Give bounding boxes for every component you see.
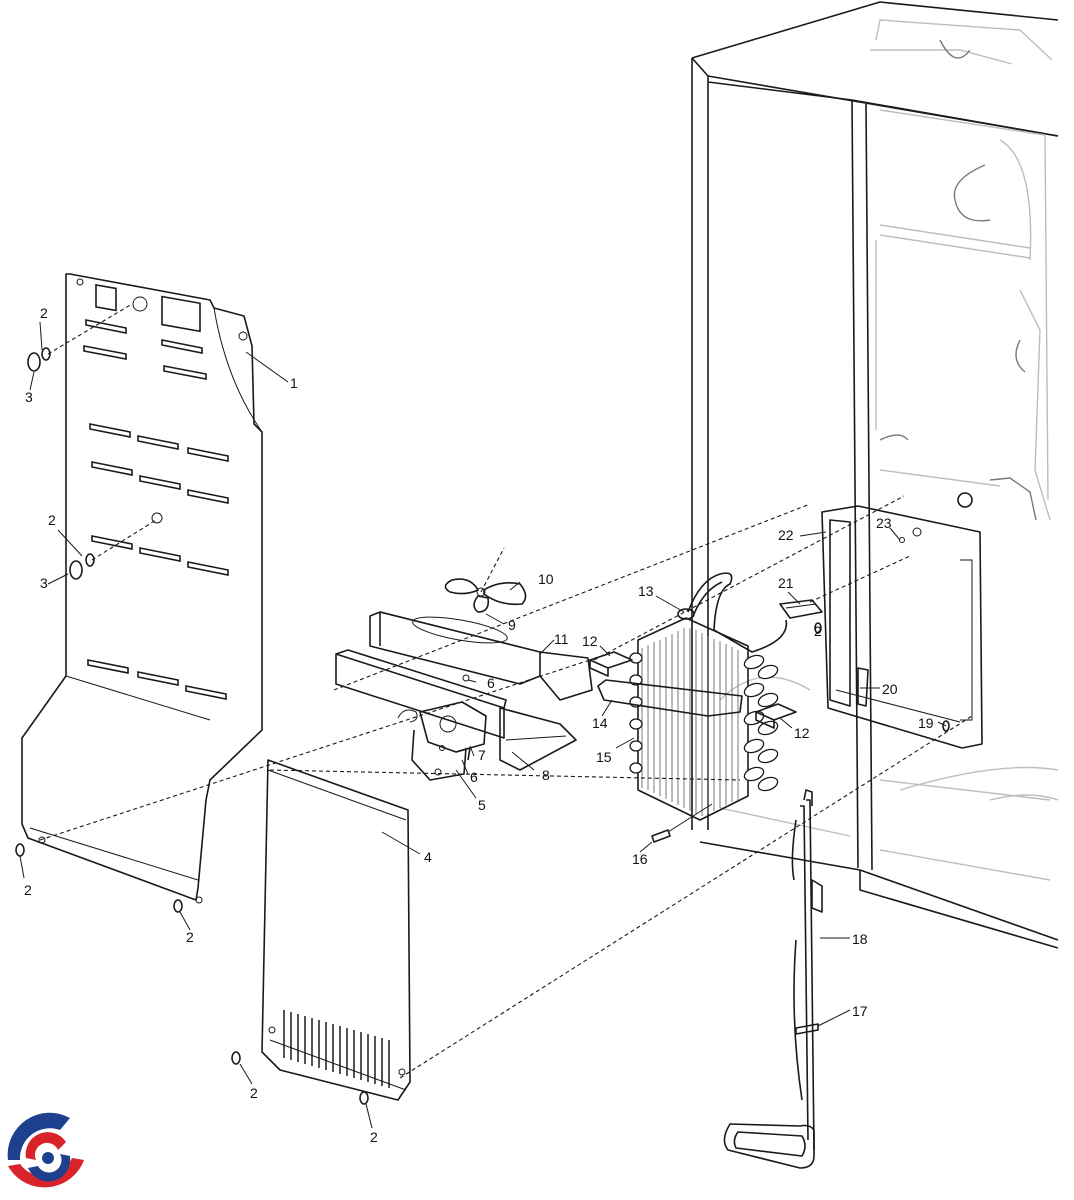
callout-3-top: 3: [25, 389, 33, 405]
callout-10: 10: [538, 571, 554, 587]
brand-logo: [7, 1112, 84, 1188]
defrost-bracket: [779, 599, 823, 619]
callout-17: 17: [852, 1003, 868, 1019]
evaporator-rear-panel: [821, 492, 983, 749]
callout-2-bottom-left: 2: [24, 882, 32, 898]
callout-6-upper: 6: [487, 675, 495, 691]
callout-2-mid: 2: [48, 512, 56, 528]
callout-7: 7: [478, 747, 486, 763]
evaporator-cover: [261, 759, 411, 1101]
fan-shroud-assembly: [335, 611, 593, 771]
leader-lines: [19, 321, 947, 1129]
callout-1: 1: [290, 375, 298, 391]
callout-9: 9: [508, 617, 516, 633]
callout-16: 16: [632, 851, 648, 867]
callout-12-right: 12: [794, 725, 810, 741]
callout-20: 20: [882, 681, 898, 697]
callout-11: 11: [554, 631, 569, 647]
callout-22: 22: [778, 527, 794, 543]
callout-23: 23: [876, 515, 892, 531]
cover-grille: [283, 1010, 390, 1088]
callout-labels: 1 2 3 2 3 2 2 4 2 2 5 6 6 7 8 9 10 11 12…: [24, 305, 934, 1145]
callout-2-bracket: 2: [814, 623, 822, 639]
callout-2-panel-right: 2: [186, 929, 194, 945]
callout-2-top: 2: [40, 305, 48, 321]
callout-18: 18: [852, 931, 868, 947]
callout-6-lower: 6: [470, 769, 478, 785]
callout-12-left: 12: [582, 633, 598, 649]
callout-3-mid: 3: [40, 575, 48, 591]
callout-2-cover-bottom: 2: [370, 1129, 378, 1145]
callout-8: 8: [542, 767, 550, 783]
evaporator-coil: [589, 572, 797, 843]
callout-15: 15: [596, 749, 612, 765]
callout-5: 5: [478, 797, 486, 813]
callout-2-cover-left: 2: [250, 1085, 258, 1101]
callout-21: 21: [778, 575, 794, 591]
back-panel: [21, 273, 263, 904]
assembly-lines: [39, 303, 973, 1079]
callout-4: 4: [424, 849, 432, 865]
fan-blade: [444, 547, 527, 613]
defrost-heater-harness: [723, 789, 823, 1169]
callout-14: 14: [592, 715, 608, 731]
callout-13: 13: [638, 583, 654, 599]
callout-19: 19: [918, 715, 934, 731]
cabinet-shell: [691, 1, 1059, 949]
